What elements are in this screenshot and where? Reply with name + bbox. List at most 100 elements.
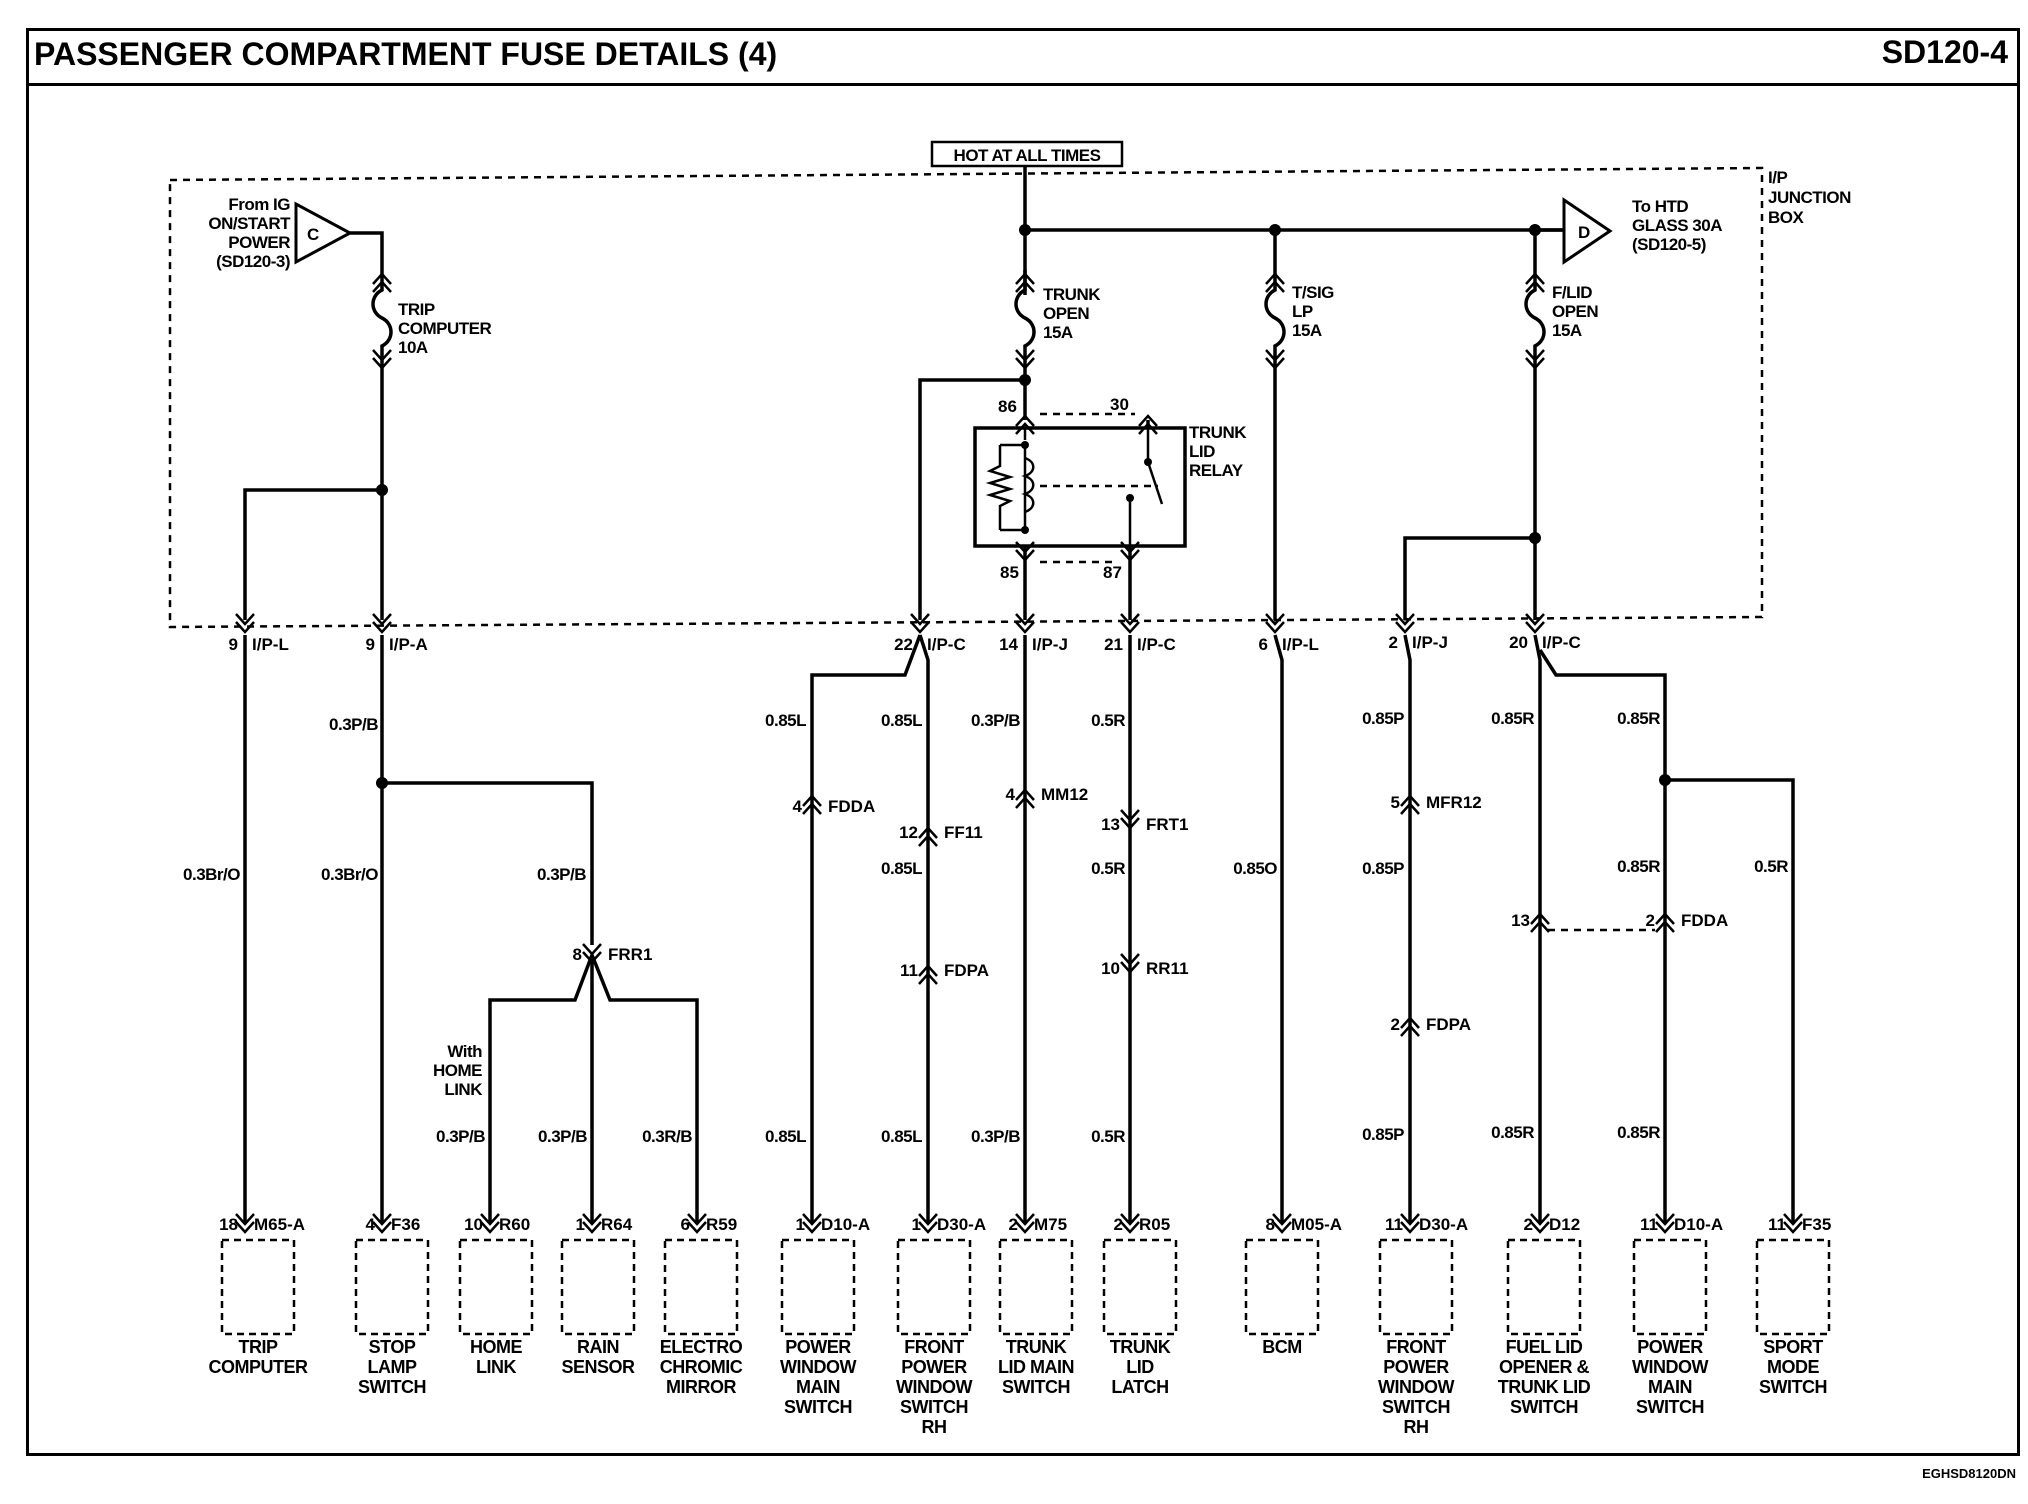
component-pin: 2 (1114, 1215, 1123, 1234)
inline-connector-mark (582, 943, 602, 964)
jb-conn-pin: 6 (1259, 635, 1268, 654)
component-label: LINK (476, 1357, 516, 1377)
inline-connector-mark (1120, 809, 1140, 830)
inline-conn-pin: 13 (1511, 911, 1530, 930)
jb-connector-mark (1525, 613, 1545, 634)
component-box (998, 1238, 1074, 1336)
component-label: SENSOR (561, 1357, 635, 1377)
to-htd-ref-symbol (1562, 197, 1613, 265)
fuse-flid-line-2: OPEN (1552, 302, 1598, 321)
component-label: POWER (1637, 1337, 1703, 1357)
jb-conn-name: I/P-C (1137, 635, 1176, 654)
wire-label: 0.3P/B (537, 865, 586, 884)
inline-conn-name: FDDA (1681, 911, 1728, 930)
wire-label: 0.3P/B (436, 1127, 485, 1146)
component-label: TRUNK LID (1498, 1377, 1591, 1397)
inline-connector-mark (1530, 912, 1550, 933)
wire-label: 0.5R (1091, 1127, 1125, 1146)
ig-feed-wire (350, 231, 384, 270)
component-terminal-mark (687, 1213, 707, 1234)
component-terminal-mark (480, 1213, 500, 1234)
component-pin: 18 (219, 1215, 238, 1234)
component-label: FRONT (904, 1337, 964, 1357)
jb-connector-labels: 9 I/P-L 9 I/P-A 22 I/P-C 14 I/P-J 21 I/P… (229, 633, 1581, 654)
relay-pin-30: 30 (1110, 395, 1129, 414)
component-label: FRONT (1386, 1337, 1446, 1357)
inline-conn-name: FRR1 (608, 945, 652, 964)
component-label: MAIN (1648, 1377, 1692, 1397)
component-box (354, 1238, 430, 1336)
to-htd-line-3: (SD120-5) (1632, 235, 1706, 254)
component-pin: 2 (1524, 1215, 1533, 1234)
junction-box-outline (168, 166, 1764, 629)
jb-connector-mark (1015, 613, 1035, 634)
component-label: TRUNK (1006, 1337, 1067, 1357)
wire-label: 0.5R (1754, 857, 1788, 876)
component-label: SWITCH (1510, 1397, 1578, 1417)
wire-label: 0.3P/B (538, 1127, 587, 1146)
component-label: LID (1126, 1357, 1154, 1377)
wire-label: 0.85R (1491, 709, 1534, 728)
jb-connector-mark (372, 613, 392, 634)
wire-label: 0.85P (1362, 1125, 1404, 1144)
inline-connector-mark (1120, 953, 1140, 974)
component-connector: R64 (601, 1215, 633, 1234)
component-label: LAMP (368, 1357, 417, 1377)
inline-connector-mark (918, 964, 938, 985)
component-label: MIRROR (666, 1377, 736, 1397)
component-label: OPENER & (1499, 1357, 1590, 1377)
component-box (1102, 1238, 1178, 1336)
from-ig-ref-symbol (294, 201, 354, 265)
inline-conn-name: FRT1 (1146, 815, 1189, 834)
wire-front-power-window (918, 634, 930, 1222)
jb-name-line-1: I/P (1768, 168, 1787, 187)
from-ig-line-4: (SD120-3) (216, 252, 290, 271)
component-box (896, 1238, 972, 1336)
relay-name-2: LID (1189, 442, 1215, 461)
home-link-note-1: With (447, 1042, 482, 1061)
component-label: WINDOW (780, 1357, 856, 1377)
component-pin: 1 (576, 1215, 585, 1234)
relay-pin-85: 85 (1000, 563, 1019, 582)
fuse-flid-line-3: 15A (1552, 321, 1582, 340)
component-connector: M65-A (254, 1215, 305, 1234)
fuse-tsig-line-2: LP (1292, 302, 1313, 321)
component-connector: D12 (1549, 1215, 1580, 1234)
component-label: COMPUTER (209, 1357, 309, 1377)
wire-label: 0.85L (765, 711, 806, 730)
inline-connector-mark (918, 826, 938, 847)
component-terminal-mark (1120, 1213, 1140, 1234)
wire-front-power-window-rh (1403, 634, 1412, 1222)
inline-conn-pin: 4 (1006, 785, 1016, 804)
component-label: MAIN (796, 1377, 840, 1397)
wire-sport-mode (1665, 778, 1795, 1222)
fuse-trip-line-3: 10A (398, 338, 428, 357)
component-label: MODE (1767, 1357, 1819, 1377)
component-pin: 4 (366, 1215, 376, 1234)
inline-conn-pin: 10 (1101, 959, 1120, 978)
jb-conn-name: I/P-J (1412, 633, 1448, 652)
component-label: SWITCH (1759, 1377, 1827, 1397)
component-connector: D10-A (1674, 1215, 1723, 1234)
fuse-terminal-mark (1015, 349, 1035, 370)
component-box (1755, 1238, 1831, 1336)
component-label: SWITCH (1636, 1397, 1704, 1417)
page-title: PASSENGER COMPARTMENT FUSE DETAILS (4) (34, 36, 778, 72)
from-ig-line-2: ON/START (208, 214, 291, 233)
component-label: RH (1404, 1417, 1429, 1437)
jb-connector-mark (1120, 613, 1140, 634)
to-htd-line-2: GLASS 30A (1632, 216, 1722, 235)
inline-conn-pin: 5 (1391, 793, 1400, 812)
from-ig-line-3: POWER (228, 233, 290, 252)
wire-label: 0.3P/B (971, 1127, 1020, 1146)
component-label: POWER (785, 1337, 851, 1357)
component-label: SWITCH (1002, 1377, 1070, 1397)
wire-label: 0.5R (1091, 711, 1125, 730)
jb-conn-name: I/P-L (1282, 635, 1319, 654)
wire-label: 0.3P/B (329, 715, 378, 734)
